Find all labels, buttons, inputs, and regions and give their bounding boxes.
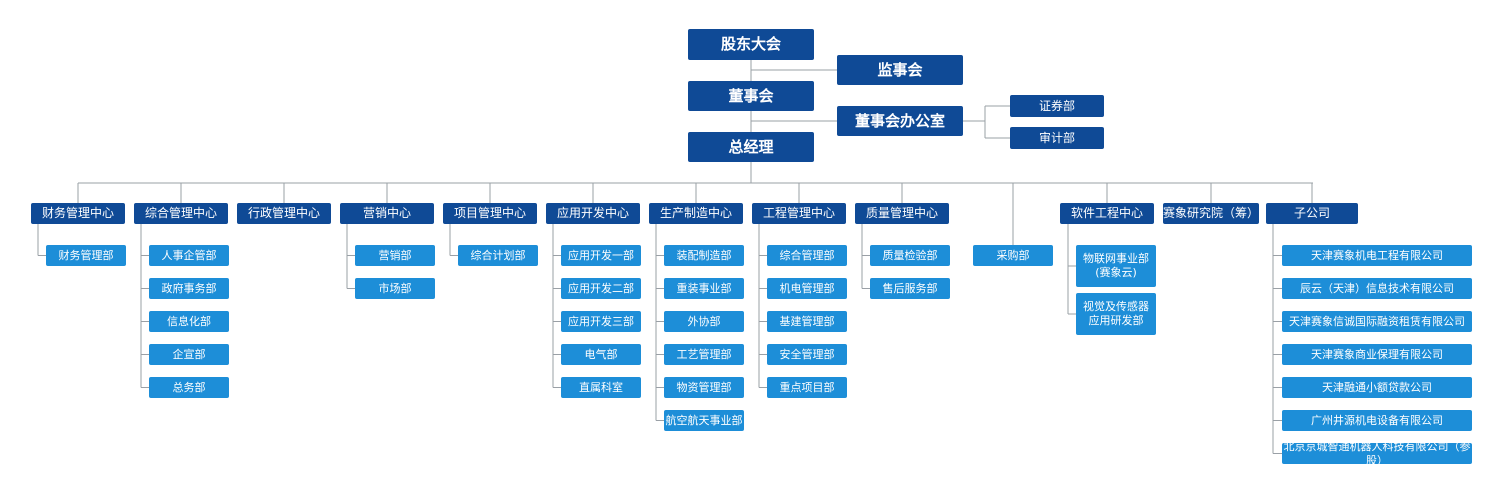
dept-5-0: 应用开发一部 (561, 245, 641, 266)
dept-6-3: 工艺管理部 (664, 344, 744, 365)
center-1: 综合管理中心 (134, 203, 228, 224)
dept-5-2: 应用开发三部 (561, 311, 641, 332)
dept-7-3: 安全管理部 (767, 344, 847, 365)
dept-1-4: 总务部 (149, 377, 229, 398)
dept-7-0: 综合管理部 (767, 245, 847, 266)
dept-7-1: 机电管理部 (767, 278, 847, 299)
dept-0-0: 财务管理部 (46, 245, 126, 266)
dept-10-1: 视觉及传感器 应用研发部 (1076, 293, 1156, 335)
dept-1-3: 企宣部 (149, 344, 229, 365)
center-10: 软件工程中心 (1060, 203, 1154, 224)
dept-3-0: 营销部 (355, 245, 435, 266)
securities-dept-box: 证券部 (1010, 95, 1104, 117)
center-0: 财务管理中心 (31, 203, 125, 224)
dept-12-4: 天津融通小额贷款公司 (1282, 377, 1472, 398)
general-manager-box: 总经理 (688, 132, 814, 162)
dept-12-5: 广州井源机电设备有限公司 (1282, 410, 1472, 431)
dept-12-6: 北京京城智通机器人科技有限公司（参股） (1282, 439, 1472, 467)
dept-12-2: 天津赛象信诚国际融资租赁有限公司 (1282, 311, 1472, 332)
dept-7-4: 重点项目部 (767, 377, 847, 398)
dept-6-1: 重装事业部 (664, 278, 744, 299)
dept-12-0: 天津赛象机电工程有限公司 (1282, 245, 1472, 266)
center-12: 子公司 (1266, 203, 1358, 224)
dept-6-0: 装配制造部 (664, 245, 744, 266)
dept-3-1: 市场部 (355, 278, 435, 299)
center-2: 行政管理中心 (237, 203, 331, 224)
audit-dept-box: 审计部 (1010, 127, 1104, 149)
center-6: 生产制造中心 (649, 203, 743, 224)
dept-12-3: 天津赛象商业保理有限公司 (1282, 344, 1472, 365)
board-office-box: 董事会办公室 (837, 106, 963, 136)
dept-1-0: 人事企管部 (149, 245, 229, 266)
center-4: 项目管理中心 (443, 203, 537, 224)
dept-6-2: 外协部 (664, 311, 744, 332)
dept-6-4: 物资管理部 (664, 377, 744, 398)
dept-1-2: 信息化部 (149, 311, 229, 332)
dept-5-1: 应用开发二部 (561, 278, 641, 299)
dept-5-3: 电气部 (561, 344, 641, 365)
dept-5-4: 直属科室 (561, 377, 641, 398)
dept-7-2: 基建管理部 (767, 311, 847, 332)
dept-10-0: 物联网事业部 (赛象云) (1076, 245, 1156, 287)
supervisory-board-box: 监事会 (837, 55, 963, 85)
center-7: 工程管理中心 (752, 203, 846, 224)
dept-12-1: 辰云（天津）信息技术有限公司 (1282, 278, 1472, 299)
center-3: 营销中心 (340, 203, 434, 224)
center-11: 赛象研究院（筹） (1163, 203, 1259, 224)
shareholders-meeting-box: 股东大会 (688, 29, 814, 60)
dept-4-0: 综合计划部 (458, 245, 538, 266)
dept-9-0: 采购部 (973, 245, 1053, 266)
center-5: 应用开发中心 (546, 203, 640, 224)
dept-8-1: 售后服务部 (870, 278, 950, 299)
dept-1-1: 政府事务部 (149, 278, 229, 299)
dept-8-0: 质量检验部 (870, 245, 950, 266)
center-8: 质量管理中心 (855, 203, 949, 224)
dept-6-5: 航空航天事业部 (664, 410, 744, 431)
board-of-directors-box: 董事会 (688, 81, 814, 111)
